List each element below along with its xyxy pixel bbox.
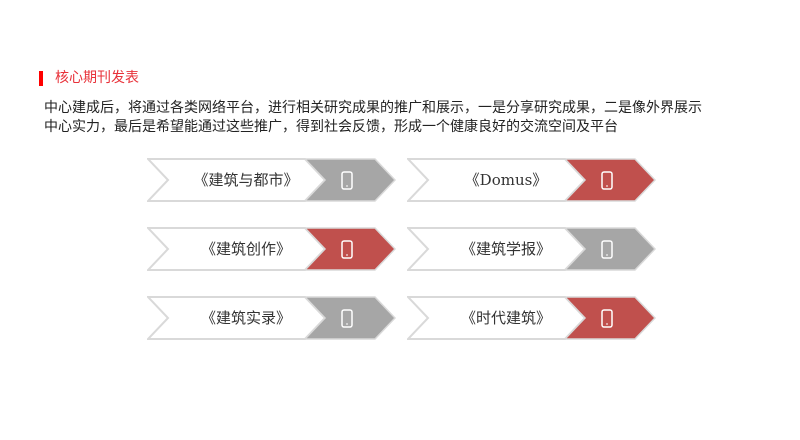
section-accent-bar [39,71,43,86]
mobile-phone-icon [601,171,613,190]
journal-name: 《建筑创作》 [200,240,291,258]
mobile-phone-icon [341,171,353,190]
journal-card-3: 《建筑创作》 [147,227,397,271]
chevron-shape [147,296,397,340]
journal-name: 《Domus》 [464,171,548,189]
section-title: 核心期刊发表 [55,70,139,86]
description-paragraph: 中心建成后，将通过各类网络平台，进行相关研究成果的推广和展示，一是分享研究成果，… [44,99,784,137]
journal-name: 《建筑与都市》 [193,171,299,189]
journal-card-1: 《建筑与都市》 [147,158,397,202]
mobile-phone-icon [601,240,613,259]
description-line-1: 中心建成后，将通过各类网络平台，进行相关研究成果的推广和展示，一是分享研究成果，… [44,100,702,116]
journal-card-6: 《时代建筑》 [407,296,657,340]
mobile-phone-icon [341,240,353,259]
journal-name: 《时代建筑》 [460,309,551,327]
description-line-2: 中心实力，最后是希望能通过这些推广，得到社会反馈，形成一个健康良好的交流空间及平… [44,119,618,135]
journal-card-5: 《建筑实录》 [147,296,397,340]
mobile-phone-icon [601,309,613,328]
chevron-shape [147,158,397,202]
chevron-shape [147,227,397,271]
journal-name: 《建筑学报》 [460,240,551,258]
journal-card-2: 《Domus》 [407,158,657,202]
journal-name: 《建筑实录》 [200,309,291,327]
chevron-shape [407,296,657,340]
chevron-shape [407,158,657,202]
journal-card-4: 《建筑学报》 [407,227,657,271]
chevron-shape [407,227,657,271]
mobile-phone-icon [341,309,353,328]
